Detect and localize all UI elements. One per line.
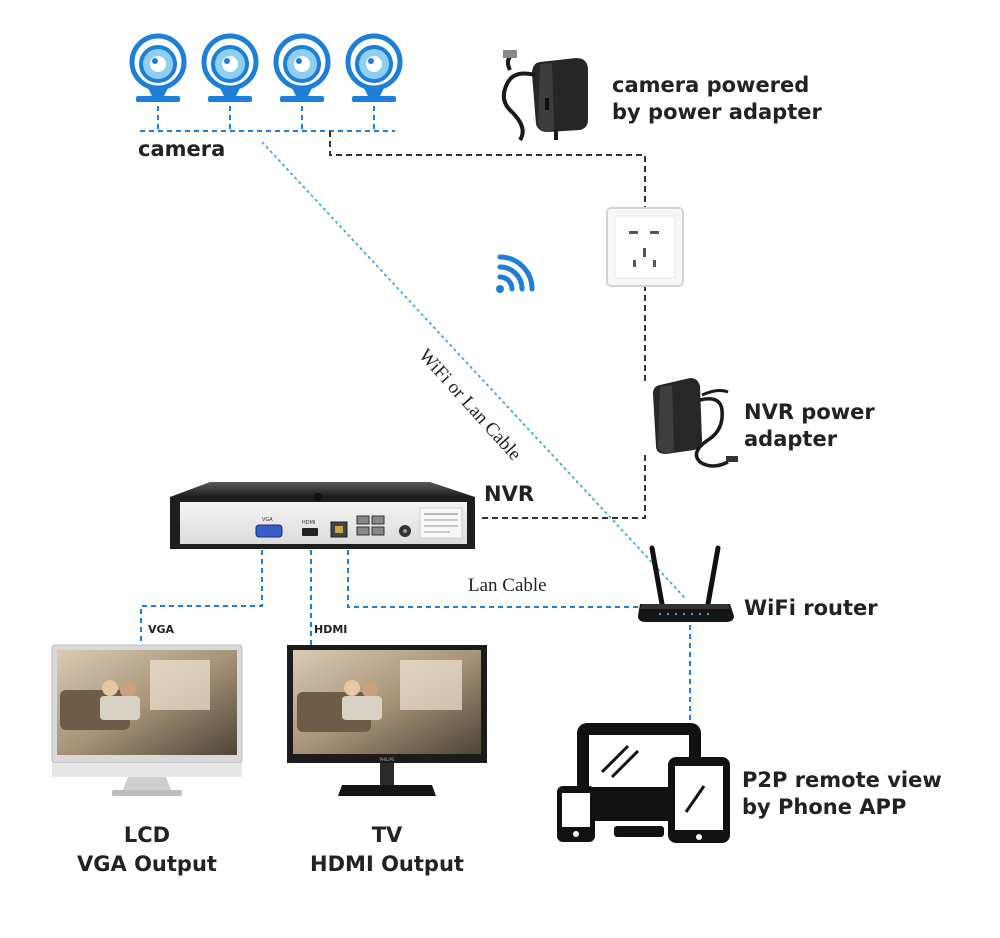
nvr-label: NVR [484, 482, 534, 506]
wifi-router-label: WiFi router [744, 596, 878, 620]
camera-bus-line [140, 106, 395, 132]
p2p-label-line2: by Phone APP [742, 795, 907, 819]
wall-socket-icon [606, 207, 684, 287]
nvr-box-icon: VGA HDMI [170, 482, 475, 549]
tv-icon: PHILIPS [287, 645, 487, 796]
power-line [329, 131, 646, 519]
lcd-label-line2: VGA Output [77, 852, 217, 876]
lcd-monitor-icon [51, 644, 243, 796]
nvr-power-adapter-icon [653, 378, 738, 468]
camera-icon [276, 36, 328, 102]
vga-cable-label: VGA [148, 623, 175, 636]
power-adapter-icon [501, 50, 588, 142]
camera-icons [132, 36, 400, 102]
lan-cable-label: Lan Cable [468, 575, 547, 596]
tv-label-line2: HDMI Output [310, 852, 464, 876]
camera-icon [204, 36, 256, 102]
nvr-power-label-line1: NVR power [744, 400, 875, 424]
nvr-panel-vga-label: VGA [262, 517, 273, 523]
wifi-lan-cable-line [261, 141, 686, 599]
camera-icon [348, 36, 400, 102]
camera-icon [132, 36, 184, 102]
tv-label-line1: TV [371, 823, 403, 847]
p2p-label-line1: P2P remote view [742, 768, 942, 792]
wifi-router-icon [638, 545, 734, 622]
lcd-label-line1: LCD [123, 823, 171, 847]
devices-icon [557, 723, 730, 843]
output-lines [140, 550, 691, 720]
hdmi-cable-label: HDMI [314, 623, 348, 636]
nvr-panel-hdmi-label: HDMI [302, 520, 315, 526]
nvr-power-label-line2: adapter [744, 427, 838, 451]
camera-label: camera [138, 137, 226, 161]
tv-brand-text: PHILIPS [380, 757, 395, 762]
wifi-signal-icon [496, 254, 535, 293]
camera-power-label-line1: camera powered [612, 73, 810, 97]
camera-power-label-line2: by power adapter [612, 100, 822, 124]
